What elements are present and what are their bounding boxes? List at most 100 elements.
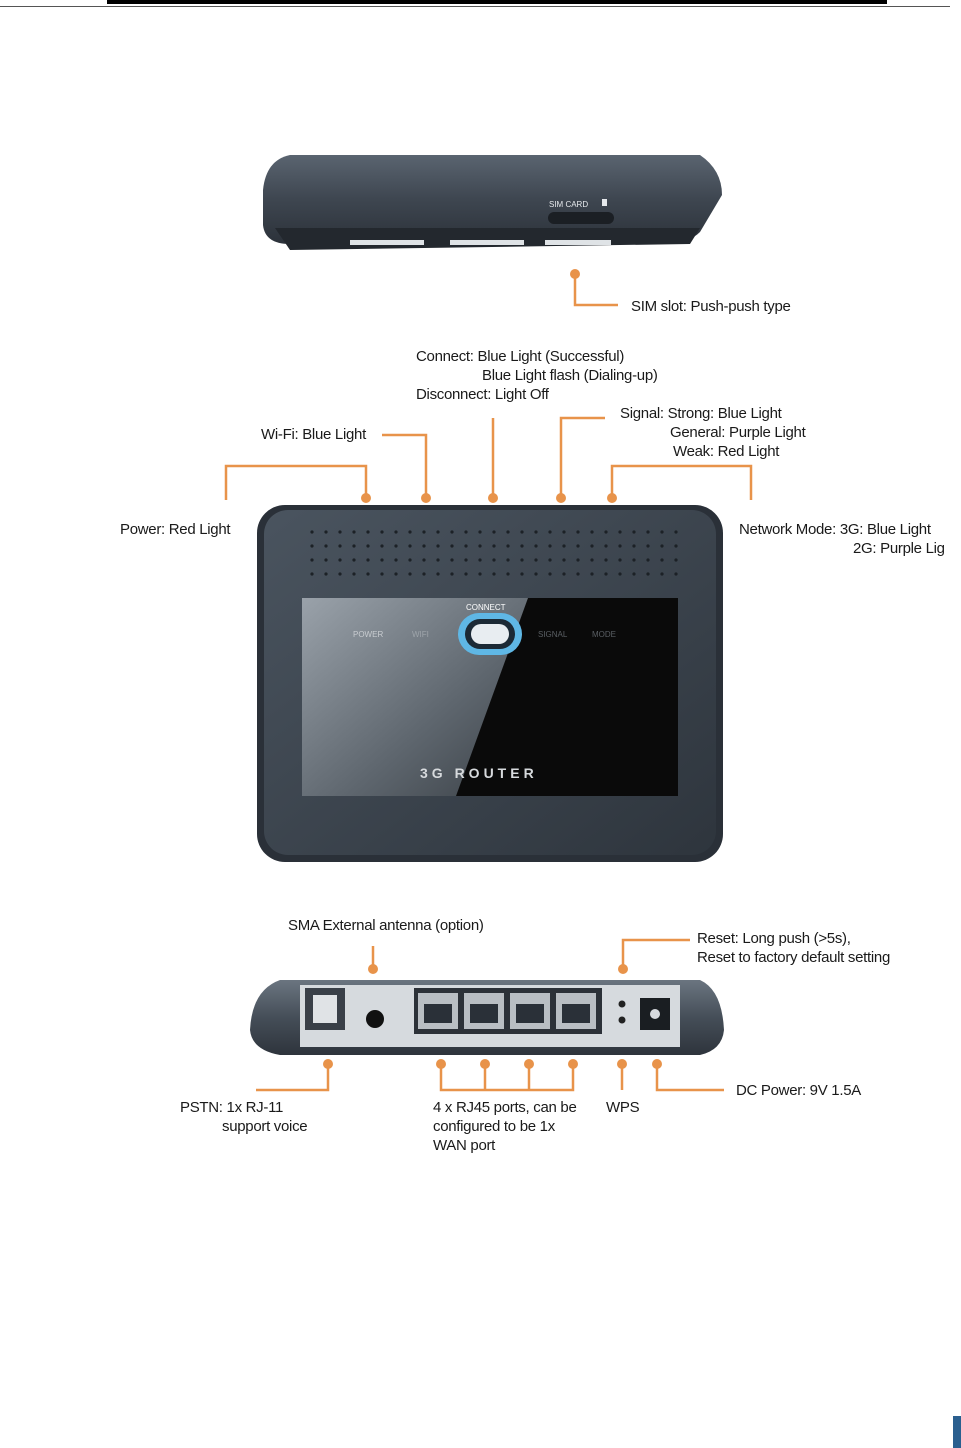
vent-slot (450, 240, 524, 245)
grille-dot (674, 572, 678, 576)
label-pstn-2: support voice (222, 1118, 307, 1135)
grille-dot (422, 544, 426, 548)
grille-dot (366, 572, 370, 576)
callout-sim-slot (573, 275, 618, 307)
label-signal-1: Signal: Strong: Blue Light (620, 405, 783, 422)
grille-dot (464, 530, 468, 534)
grille-dot (352, 558, 356, 562)
grille-dot (492, 558, 496, 562)
grille-dot (492, 530, 496, 534)
grille-dot (562, 572, 566, 576)
grille-dot (576, 572, 580, 576)
reset-button[interactable] (618, 1000, 626, 1008)
callout-dot (568, 1059, 578, 1069)
sim-slot[interactable] (548, 212, 614, 224)
grille-dot (646, 558, 650, 562)
callout-dot (361, 493, 371, 503)
wifi-led-text: WIFI (412, 630, 429, 639)
grille-dot (408, 530, 412, 534)
speaker-grille (310, 530, 678, 576)
grille-dot (352, 530, 356, 534)
label-dc-power: DC Power: 9V 1.5A (736, 1082, 861, 1099)
grille-dot (464, 558, 468, 562)
grille-dot (506, 572, 510, 576)
grille-dot (408, 572, 412, 576)
grille-dot (352, 544, 356, 548)
callout-rj45 (439, 1064, 575, 1092)
grille-dot (534, 558, 538, 562)
grille-dot (310, 572, 314, 576)
sim-card-icon (602, 199, 607, 206)
grille-dot (394, 558, 398, 562)
label-connect-2: Blue Light flash (Dialing-up) (482, 367, 658, 384)
grille-dot (366, 544, 370, 548)
grille-dot (576, 544, 580, 548)
grille-dot (674, 530, 678, 534)
label-connect-1: Connect: Blue Light (Successful) (416, 348, 624, 365)
connect-button[interactable] (471, 624, 509, 644)
vent-slot (350, 240, 424, 245)
connect-text: CONNECT (466, 603, 506, 612)
callout-dot (618, 964, 628, 974)
grille-dot (534, 544, 538, 548)
label-power: Power: Red Light (120, 521, 231, 538)
grille-dot (520, 544, 524, 548)
grille-dot (506, 558, 510, 562)
grille-dot (366, 530, 370, 534)
grille-dot (506, 544, 510, 548)
grille-dot (394, 544, 398, 548)
grille-dot (380, 544, 384, 548)
grille-dot (576, 558, 580, 562)
grille-dot (590, 530, 594, 534)
grille-dot (590, 558, 594, 562)
label-signal-2: General: Purple Light (670, 424, 807, 441)
grille-dot (618, 530, 622, 534)
grille-dot (618, 558, 622, 562)
label-rj45-3: WAN port (433, 1137, 496, 1154)
signal-led-text: SIGNAL (538, 630, 568, 639)
antenna-connector[interactable] (366, 1010, 384, 1028)
grille-dot (324, 544, 328, 548)
label-rj45-2: configured to be 1x (433, 1118, 556, 1135)
grille-dot (520, 530, 524, 534)
grille-dot (450, 530, 454, 534)
power-led-text: POWER (353, 630, 383, 639)
callout-reset (621, 938, 690, 968)
grille-dot (394, 530, 398, 534)
grille-dot (604, 572, 608, 576)
grille-dot (590, 544, 594, 548)
grille-dot (618, 544, 622, 548)
page-edge-bar (953, 1416, 961, 1448)
grille-dot (660, 558, 664, 562)
router-back-view (250, 980, 724, 1055)
top-rule-thin (0, 6, 950, 7)
grille-dot (436, 558, 440, 562)
grille-dot (646, 544, 650, 548)
grille-dot (632, 572, 636, 576)
label-pstn-1: PSTN: 1x RJ-11 (180, 1099, 283, 1116)
grille-dot (380, 530, 384, 534)
sim-card-label: SIM CARD (549, 200, 588, 209)
label-wifi: Wi-Fi: Blue Light (261, 426, 367, 443)
label-wps: WPS (606, 1099, 640, 1116)
callout-dot (323, 1059, 333, 1069)
grille-dot (338, 530, 342, 534)
grille-dot (338, 558, 342, 562)
grille-dot (436, 544, 440, 548)
callout-pstn (256, 1064, 330, 1092)
grille-dot (422, 558, 426, 562)
grille-dot (632, 544, 636, 548)
grille-dot (646, 572, 650, 576)
label-sim-slot: SIM slot: Push-push type (631, 298, 791, 315)
grille-dot (548, 572, 552, 576)
grille-dot (604, 558, 608, 562)
grille-dot (464, 544, 468, 548)
wps-button[interactable] (618, 1016, 626, 1024)
mode-led-text: MODE (592, 630, 616, 639)
callout-dot (570, 269, 580, 279)
grille-dot (660, 544, 664, 548)
grille-dot (604, 530, 608, 534)
callout-dot (652, 1059, 662, 1069)
grille-dot (450, 572, 454, 576)
